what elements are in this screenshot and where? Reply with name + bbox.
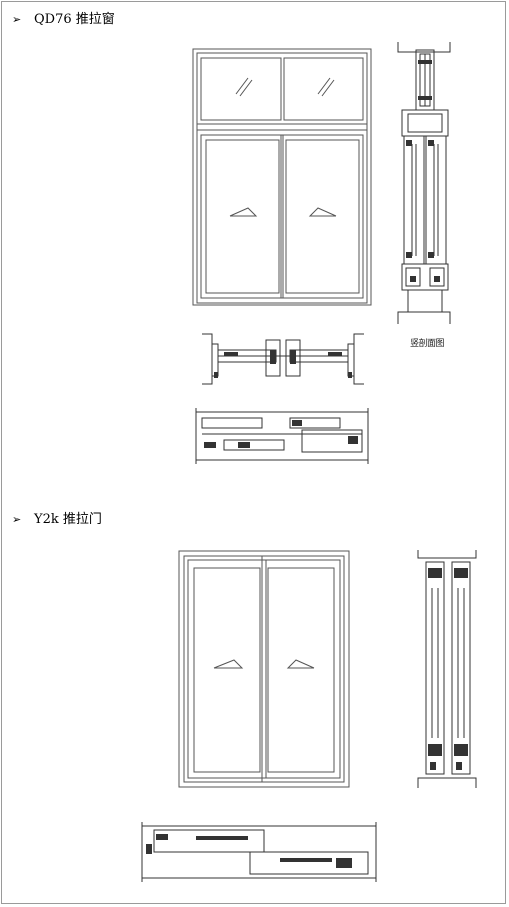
door-vertical-section-drawing — [414, 548, 480, 790]
bullet-arrow-icon: ➢ — [12, 13, 22, 26]
section-title: QD76 推拉窗 — [34, 12, 115, 27]
bullet-arrow-icon: ➢ — [12, 513, 22, 526]
door-elevation-drawing — [178, 550, 350, 788]
door-horizontal-section-drawing — [140, 820, 378, 884]
window-horizontal-section-drawing — [200, 330, 366, 388]
window-elevation-drawing — [192, 48, 372, 306]
window-vertical-section-drawing — [394, 40, 456, 326]
window-sill-section-drawing — [194, 406, 370, 466]
section-title: Y2k 推拉门 — [34, 512, 102, 527]
section-heading-window: ➢ QD76 推拉窗 — [12, 12, 115, 28]
section-heading-door: ➢ Y2k 推拉门 — [12, 512, 102, 528]
vertical-section-label: 竖剖面图 — [410, 339, 445, 349]
